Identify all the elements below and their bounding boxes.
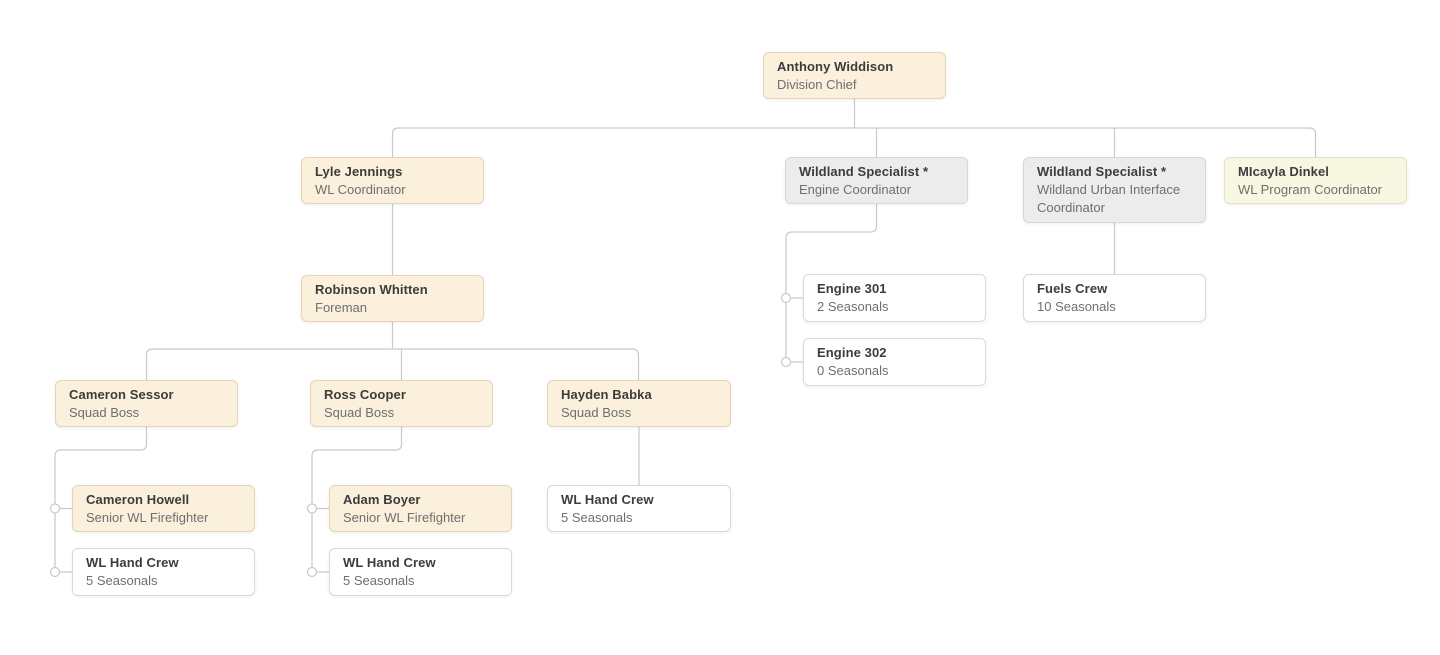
org-node-subtitle: Squad Boss [69, 404, 140, 420]
connector-dot [306, 503, 318, 514]
connector-line [391, 127, 1317, 157]
org-node-subtitle: Senior WL Firefighter [86, 509, 209, 525]
org-node-title: WL Hand Crew [86, 555, 179, 570]
org-node-engine-301[interactable]: Engine 301 2 Seasonals [803, 274, 986, 322]
org-node-subtitle: Division Chief [777, 76, 857, 92]
org-node-title: Adam Boyer [343, 491, 421, 507]
org-node-title: Anthony Widdison [777, 58, 894, 74]
org-node-micayla-dinkel[interactable]: MIcayla Dinkel WL Program Coordinator [1224, 157, 1407, 204]
org-node-title: Engine 302 [817, 345, 887, 360]
org-node-title: MIcayla Dinkel [1238, 163, 1329, 179]
org-node-title: Engine 301 [817, 281, 887, 296]
org-node-lyle-jennings[interactable]: Lyle Jennings WL Coordinator [301, 157, 484, 204]
connector-dot [306, 566, 318, 578]
org-node-subtitle: Foreman [315, 299, 368, 315]
org-node-title: Wildland Specialist * [1037, 164, 1167, 179]
org-node-subtitle: 2 Seasonals [817, 299, 889, 314]
connector-dot [49, 566, 61, 578]
org-node-title: Hayden Babka [561, 386, 652, 402]
org-node-title: Cameron Howell [86, 491, 190, 507]
org-node-subtitle: Squad Boss [561, 404, 632, 420]
org-node-subtitle: 5 Seasonals [86, 573, 158, 588]
org-node-wl-hand-crew-cooper[interactable]: WL Hand Crew 5 Seasonals [329, 548, 512, 596]
org-node-engine-302[interactable]: Engine 302 0 Seasonals [803, 338, 986, 386]
org-node-subtitle: Engine Coordinator [799, 181, 912, 197]
org-node-title: Lyle Jennings [315, 163, 403, 179]
connector-dot [780, 292, 792, 304]
org-node-title: Robinson Whitten [315, 281, 428, 297]
org-node-subtitle: Senior WL Firefighter [343, 509, 466, 525]
org-node-subtitle: 0 Seasonals [817, 363, 889, 378]
org-node-title: Cameron Sessor [69, 386, 174, 402]
org-node-subtitle: 5 Seasonals [343, 573, 415, 588]
connector-line [145, 348, 640, 380]
connector-dot [49, 503, 61, 514]
org-node-subtitle: Squad Boss [324, 404, 395, 420]
org-node-fuels-crew[interactable]: Fuels Crew 10 Seasonals [1023, 274, 1206, 322]
org-node-title: WL Hand Crew [343, 555, 436, 570]
org-node-wl-hand-crew-babka[interactable]: WL Hand Crew 5 Seasonals [547, 485, 731, 532]
connector-dot [780, 356, 792, 368]
org-node-engine-coordinator[interactable]: Wildland Specialist * Engine Coordinator [785, 157, 968, 204]
org-node-wui-coordinator[interactable]: Wildland Specialist * Wildland Urban Inte… [1023, 157, 1206, 223]
org-node-subtitle: WL Coordinator [315, 181, 406, 197]
org-node-title: Wildland Specialist * [799, 163, 929, 179]
org-node-subtitle: 5 Seasonals [561, 509, 633, 525]
org-node-wl-hand-crew-sessor[interactable]: WL Hand Crew 5 Seasonals [72, 548, 255, 596]
org-node-subtitle: 10 Seasonals [1037, 299, 1116, 314]
org-node-subtitle: WL Program Coordinator [1238, 181, 1383, 197]
org-node-subtitle: Wildland Urban Interface Coordinator [1037, 182, 1181, 215]
org-node-title: WL Hand Crew [561, 491, 654, 507]
org-node-title: Ross Cooper [324, 386, 407, 402]
org-node-title: Fuels Crew [1037, 281, 1108, 296]
